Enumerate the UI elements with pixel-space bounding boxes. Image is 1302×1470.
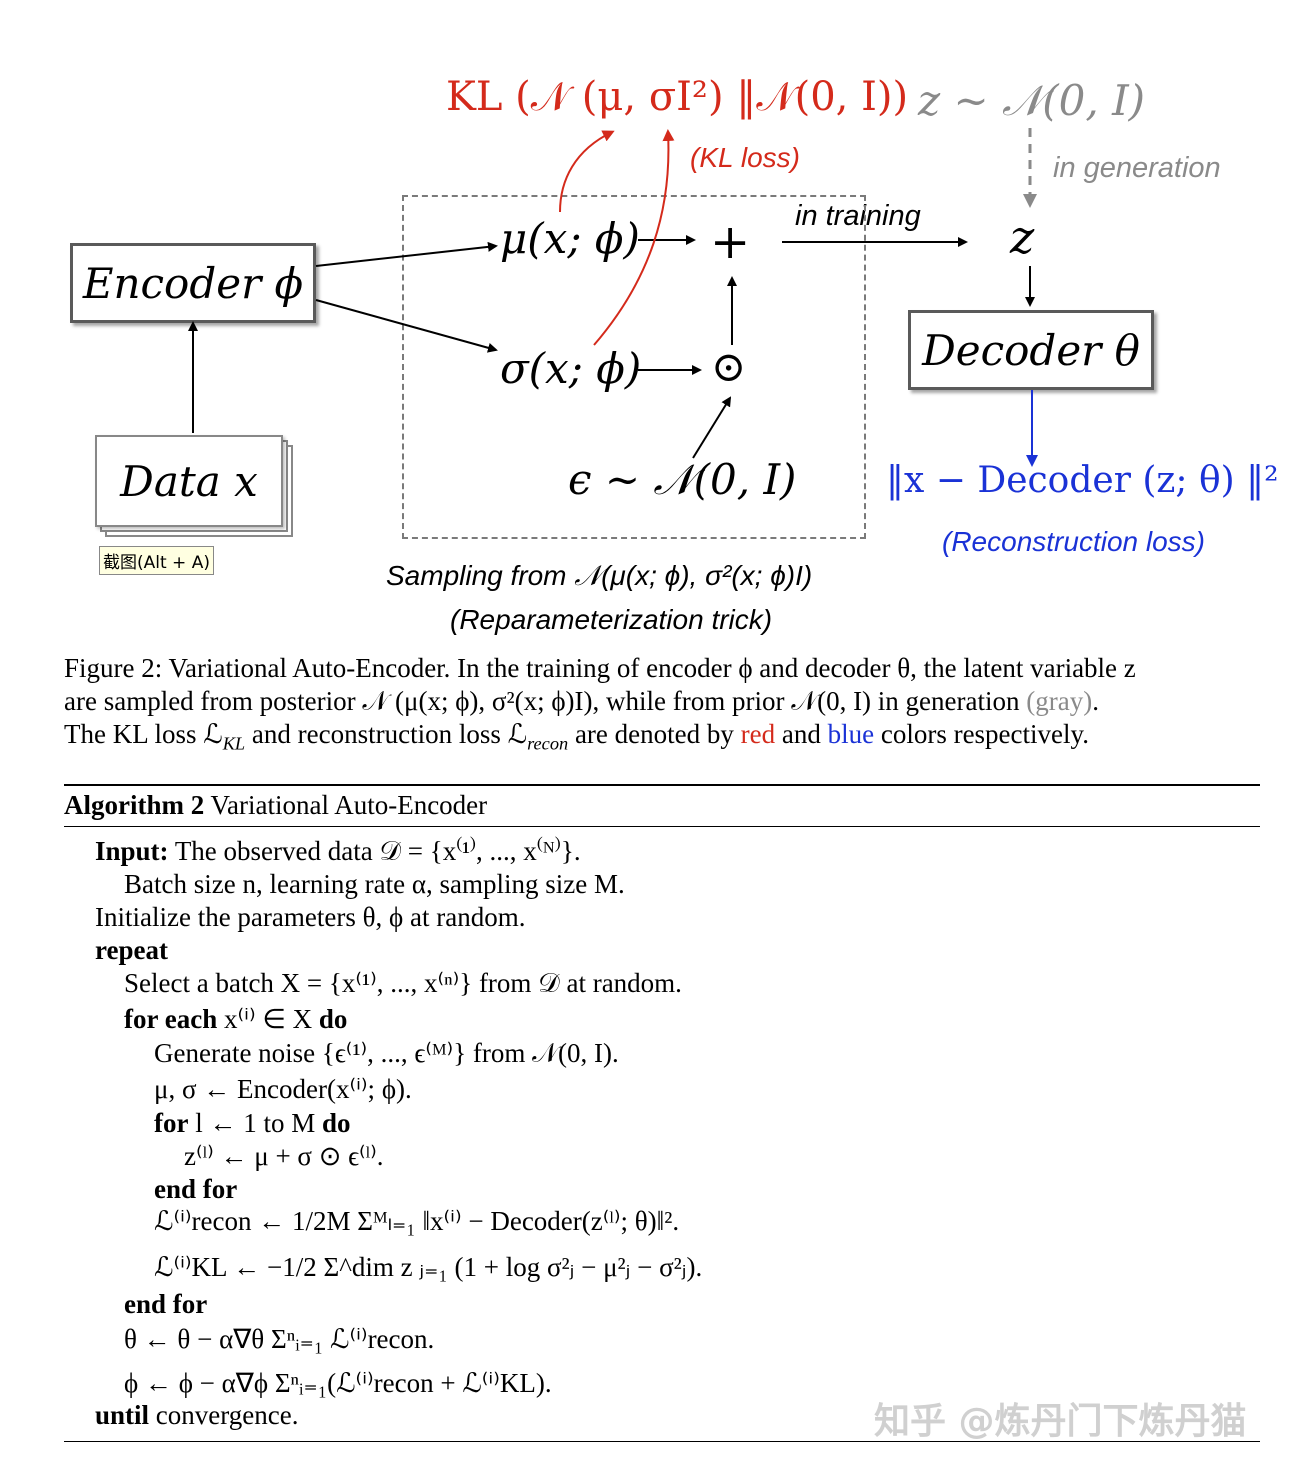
caption-line-2: are sampled from posterior 𝒩 (μ(x; ϕ), σ…: [64, 686, 1099, 716]
algo-line-theta-update: θ ← θ − α∇θ Σⁿᵢ₌₁ ℒ⁽ⁱ⁾recon.: [124, 1324, 435, 1354]
latent-z: z: [1010, 210, 1035, 264]
algo-line-until: until convergence.: [95, 1400, 299, 1430]
algo-line-select-batch: Select a batch X = {x⁽¹⁾, ..., x⁽ⁿ⁾} fro…: [124, 968, 682, 998]
algo-line-repeat: repeat: [95, 935, 168, 965]
caption-line-3: The KL loss ℒKL and reconstruction loss …: [64, 719, 1090, 754]
encoder-label: Encoder ϕ: [82, 258, 304, 308]
algorithm-block: Algorithm 2 Variational Auto-Encoder Inp…: [64, 784, 1260, 1444]
recon-loss-label: (Reconstruction loss): [942, 526, 1205, 557]
algo-line-encoder: μ, σ ← Encoder(x⁽ⁱ⁾; ϕ).: [154, 1074, 412, 1104]
caption-red-word: red: [740, 719, 776, 749]
prior-formula: z ∼ 𝒩(0, I): [918, 76, 1146, 125]
sigma-node: σ(x; ϕ): [500, 344, 642, 393]
in-generation-label: in generation: [1053, 152, 1221, 184]
algo-mid-rule: [64, 826, 1260, 827]
watermark: 知乎 @炼丹门下炼丹猫: [874, 1401, 1247, 1442]
arrow-sigma-kl: [593, 129, 675, 346]
decoder-box: Decoder θ: [908, 310, 1154, 390]
algo-bottom-rule: [64, 1441, 1260, 1442]
figure-arrows: [188, 128, 1038, 467]
algo-line-for-l: for l ← 1 to M do: [154, 1108, 351, 1138]
sampling-label: Sampling from 𝒩(μ(x; ϕ), σ²(x; ϕ)I): [386, 560, 813, 591]
algo-line-init: Initialize the parameters θ, ϕ at random…: [95, 902, 526, 932]
figure-caption: Figure 2: Variational Auto-Encoder. In t…: [64, 652, 1274, 754]
recon-loss-formula: ‖x − Decoder (z; θ) ‖²: [886, 460, 1279, 501]
algo-line-noise: Generate noise {ϵ⁽¹⁾, ..., ϵ⁽ᴹ⁾} from 𝒩(…: [154, 1038, 619, 1068]
decoder-label: Decoder θ: [922, 325, 1140, 375]
odot-node: ⊙: [711, 342, 747, 391]
caption-gray-word: (gray): [1026, 686, 1093, 716]
algo-line-for-each: for each x⁽ⁱ⁾ ∈ X do: [124, 1004, 348, 1034]
algorithm-title: Algorithm 2 Variational Auto-Encoder: [64, 790, 488, 820]
data-stack: Data x: [95, 435, 295, 540]
algo-line-input: Input: The observed data 𝒟 = {x⁽¹⁾, ...,…: [95, 836, 581, 866]
arrow-encoder-mu: [315, 241, 498, 267]
algo-line-kl-loss: ℒ⁽ⁱ⁾KL ← −1/2 Σ^dim z ⱼ₌₁ (1 + log σ²ⱼ −…: [154, 1252, 703, 1282]
algo-line-end-for-inner: end for: [154, 1174, 238, 1204]
caption-line-1: Figure 2: Variational Auto-Encoder. In t…: [64, 653, 1136, 683]
sampling-region: [402, 195, 866, 539]
reparam-label: (Reparameterization trick): [450, 604, 773, 635]
screenshot-tooltip: 截图(Alt + A): [99, 546, 214, 575]
algo-line-recon-loss: ℒ⁽ⁱ⁾recon ← 1/2M Σᴹₗ₌₁ ‖x⁽ⁱ⁾ − Decoder(z…: [154, 1206, 680, 1236]
plus-node: +: [710, 214, 751, 270]
algo-line-z-sample: z⁽ˡ⁾ ← μ + σ ⊙ ϵ⁽ˡ⁾.: [184, 1141, 384, 1171]
algo-line-hyperparams: Batch size n, learning rate α, sampling …: [124, 869, 625, 899]
in-training-label: in training: [795, 200, 921, 232]
algo-top-rule: [64, 784, 1260, 786]
arrow-encoder-sigma: [315, 299, 498, 353]
data-label: Data x: [120, 456, 258, 506]
caption-blue-word: blue: [827, 719, 875, 749]
algo-line-phi-update: ϕ ← ϕ − α∇ϕ Σⁿᵢ₌₁(ℒ⁽ⁱ⁾recon + ℒ⁽ⁱ⁾KL).: [124, 1368, 552, 1398]
kl-loss-formula: KL (𝒩 (μ, σI²) ‖𝒩(0, I)): [446, 74, 909, 120]
arrow-epsilon-odot: [692, 396, 732, 459]
algo-line-end-for-outer: end for: [124, 1289, 208, 1319]
mu-node: μ(x; ϕ): [500, 214, 640, 263]
arrow-mu-kl: [559, 130, 615, 213]
kl-loss-label: (KL loss): [690, 142, 800, 173]
epsilon-node: ϵ ∼ 𝒩(0, I): [568, 455, 797, 504]
